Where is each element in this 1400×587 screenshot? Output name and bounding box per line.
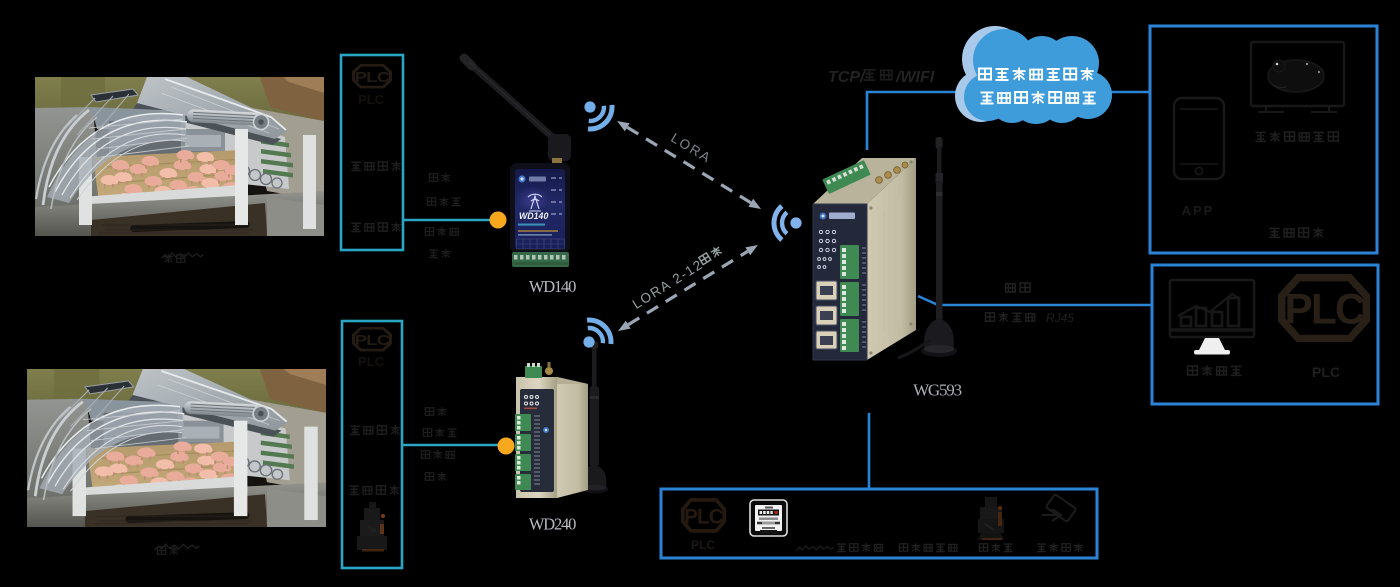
svg-text:WD240: WD240	[529, 515, 576, 534]
svg-text:RJ45: RJ45	[1046, 311, 1074, 325]
svg-text:PLC: PLC	[358, 354, 385, 369]
svg-text:WG593: WG593	[913, 381, 962, 400]
svg-text:APP: APP	[1182, 203, 1215, 218]
svg-text:WD140: WD140	[519, 211, 548, 221]
svg-text:/WIFI: /WIFI	[895, 69, 935, 86]
svg-text:PLC: PLC	[1312, 364, 1340, 380]
svg-text:PLC: PLC	[691, 538, 715, 552]
svg-text:TCP/: TCP/	[828, 69, 866, 86]
svg-text:PLC: PLC	[358, 92, 385, 107]
svg-text:WD140: WD140	[529, 277, 576, 296]
